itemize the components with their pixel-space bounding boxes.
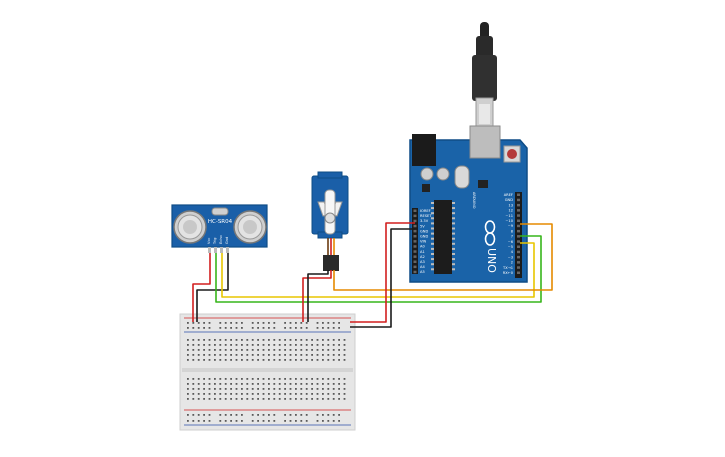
header-pin[interactable]	[413, 214, 417, 218]
digital-pin-label: ~3	[508, 255, 513, 259]
digital-pin-label: 2	[511, 261, 513, 265]
arduino-logo	[484, 220, 496, 246]
capacitor	[420, 167, 434, 181]
usb-jack	[469, 125, 501, 159]
power-pin-label: 3.3V	[420, 219, 429, 223]
wire-arduino-5v	[350, 222, 415, 323]
usb-cable[interactable]	[472, 22, 497, 129]
digital-header	[515, 192, 522, 278]
transducer-left	[173, 210, 207, 244]
wire-sensor-trig	[215, 235, 542, 303]
sensor-crystal	[211, 207, 229, 216]
digital-pin-label: RX←0	[503, 271, 514, 275]
header-pin[interactable]	[413, 260, 417, 264]
wire-servo-signal	[333, 223, 553, 291]
power-pin-label: A1	[420, 250, 425, 254]
header-pin[interactable]	[517, 209, 520, 212]
header-pin[interactable]	[517, 250, 520, 254]
sensor-model-label: HC-SR04	[208, 219, 233, 225]
arduino-uno[interactable]: UNO ARDUINO AREFGND1312~11~10~987~6~54~3…	[409, 125, 528, 283]
digital-pin-label: AREF	[504, 193, 513, 197]
header-pin[interactable]	[517, 245, 520, 249]
chip	[422, 184, 430, 192]
digital-pin-label: 4	[511, 250, 514, 254]
header-pin[interactable]	[413, 229, 417, 233]
wire-servo-power	[302, 270, 332, 322]
header-pin[interactable]	[413, 240, 417, 243]
header-pin[interactable]	[517, 261, 520, 264]
crystal	[454, 165, 470, 189]
header-pin[interactable]	[517, 214, 520, 217]
sensor-pins	[208, 247, 229, 253]
brand-label: ARDUINO	[472, 192, 476, 209]
breadboard-holes	[187, 322, 346, 422]
header-pin[interactable]	[413, 270, 417, 274]
power-pin-label: GND	[420, 229, 428, 233]
wire-sensor-gnd	[196, 253, 229, 322]
reset-button[interactable]	[503, 145, 521, 163]
board-name: UNO	[485, 248, 498, 273]
power-pin-label: A0	[420, 245, 425, 249]
power-pin-label: IOREF	[420, 209, 431, 213]
sensor-pin-label: Vcc	[207, 238, 211, 244]
wire-arduino-gnd	[350, 228, 415, 328]
sensor-pin-label: Echo	[219, 235, 223, 244]
digital-pin-label: ~11	[505, 214, 513, 218]
digital-pin-label: ~9	[508, 224, 514, 228]
header-pin[interactable]	[413, 255, 417, 258]
power-pin-label: 5V	[420, 224, 425, 228]
header-pin[interactable]	[517, 255, 520, 259]
atmega-chip	[434, 200, 452, 274]
chip	[478, 180, 488, 188]
header-pin[interactable]	[413, 219, 417, 223]
header-pin[interactable]	[517, 271, 520, 275]
digital-pin-label: 13	[508, 203, 513, 207]
servo-connector	[323, 255, 339, 271]
digital-pin-label: GND	[505, 198, 513, 202]
digital-pin-label: 8	[511, 229, 514, 233]
header-pin[interactable]	[517, 193, 520, 197]
sensor-pin-label: Trig	[213, 238, 217, 245]
dc-jack	[412, 134, 436, 166]
digital-pin-label: ~6	[508, 240, 514, 244]
capacitor	[436, 167, 450, 181]
header-pin[interactable]	[413, 235, 417, 238]
transducer-right	[233, 210, 267, 244]
wire-servo-gnd	[307, 270, 329, 322]
digital-pin-label: ~10	[505, 219, 513, 223]
header-pin[interactable]	[517, 235, 520, 238]
breadboard[interactable]	[179, 313, 356, 431]
header-pin[interactable]	[517, 203, 520, 207]
power-pin-label: A4	[420, 265, 425, 269]
power-pin-label: RESET	[420, 214, 432, 218]
header-pin[interactable]	[413, 209, 417, 213]
power-pin-label: GND	[420, 235, 428, 239]
header-pin[interactable]	[413, 265, 417, 269]
header-pin[interactable]	[517, 198, 520, 202]
wire-sensor-vcc	[192, 253, 211, 322]
digital-pin-label: 7	[511, 235, 513, 239]
power-pin-label: A2	[420, 255, 425, 259]
digital-pin-label: ~5	[508, 245, 513, 249]
power-pin-label: A3	[420, 260, 425, 264]
servo-horn[interactable]	[317, 189, 343, 235]
power-pin-label: A5	[420, 270, 425, 274]
digital-pin-label: 12	[508, 209, 513, 213]
header-pin[interactable]	[413, 245, 417, 248]
servo-motor[interactable]	[311, 171, 349, 271]
wire-sensor-echo	[221, 242, 535, 298]
header-pin[interactable]	[517, 219, 520, 223]
power-pin-label: VIN	[420, 240, 427, 244]
header-pin[interactable]	[517, 229, 520, 233]
header-pin[interactable]	[517, 266, 520, 269]
wires	[192, 222, 553, 328]
digital-pin-label: TX→1	[502, 266, 513, 270]
header-pin[interactable]	[413, 224, 417, 228]
header-pin[interactable]	[517, 224, 520, 228]
header-pin[interactable]	[517, 240, 520, 243]
header-pin[interactable]	[413, 250, 417, 253]
sensor-pin-label: Gnd	[225, 237, 229, 244]
